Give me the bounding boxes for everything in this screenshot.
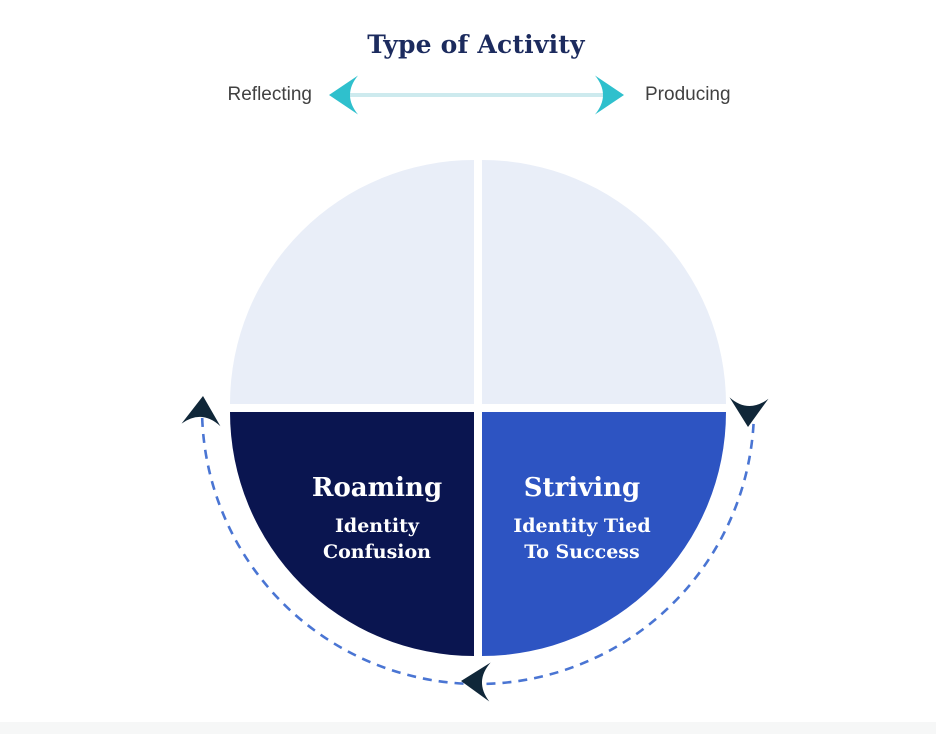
quadrant-top-left (230, 160, 474, 404)
quadrant-subtitle-line2: To Success (524, 541, 640, 563)
axis-label-reflecting: Reflecting (227, 84, 313, 105)
axis-label-producing: Producing (645, 84, 731, 105)
footer-strip (0, 722, 936, 734)
quadrant-subtitle: Identity Confusion (257, 513, 497, 565)
quadrant-subtitle: Identity Tied To Success (462, 513, 702, 565)
quadrant-title: Roaming (311, 473, 443, 503)
quadrant-top-right (482, 160, 726, 404)
quadrant-bottom-left-roaming (230, 412, 474, 656)
quadrant-label-striving: Striving Identity Tied To Success (462, 472, 702, 565)
cycle-arrowhead-right-icon (728, 397, 769, 428)
quadrant-title: Striving (523, 473, 641, 503)
quadrant-bottom-right-striving (482, 412, 726, 656)
quadrant-subtitle-line1: Identity (335, 515, 419, 537)
page-title: Type of Activity (367, 30, 585, 59)
quadrant-label-roaming: Roaming Identity Confusion (257, 472, 497, 565)
quadrant-subtitle-line2: Confusion (323, 541, 431, 563)
quadrant-subtitle-line1: Identity Tied (513, 515, 651, 537)
cycle-arrowhead-bottom-icon (460, 661, 491, 702)
